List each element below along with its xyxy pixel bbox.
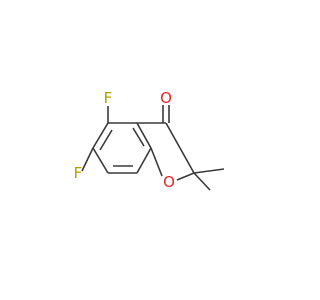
structure-canvas: O O F F — [73, 89, 225, 191]
bond-c2-o1 — [176, 172, 195, 181]
fluorine-7-label: F — [74, 164, 83, 182]
fluorine-5-label: F — [104, 89, 113, 107]
bond-c8a-c4a-inner — [132, 127, 145, 147]
molecule-drawing: O O F F — [74, 89, 225, 191]
bond-c4-c3 — [165, 122, 181, 149]
bond-c6-c7 — [92, 147, 109, 174]
bond-o1-c8a — [150, 147, 163, 177]
bond-c2-methyl-upper — [193, 168, 225, 174]
bond-c8-c8a — [136, 147, 152, 174]
ring-oxygen-label: O — [163, 173, 175, 191]
bond-c8a-c4a — [136, 122, 152, 149]
bond-c2-methyl-lower — [193, 172, 211, 191]
bond-c3-c2 — [179, 147, 195, 174]
bond-c5-c6-outer — [92, 122, 109, 149]
carbonyl-oxygen-label: O — [160, 89, 172, 107]
bond-c5-c6-inner — [99, 129, 113, 151]
bond-c7-f — [81, 147, 94, 172]
